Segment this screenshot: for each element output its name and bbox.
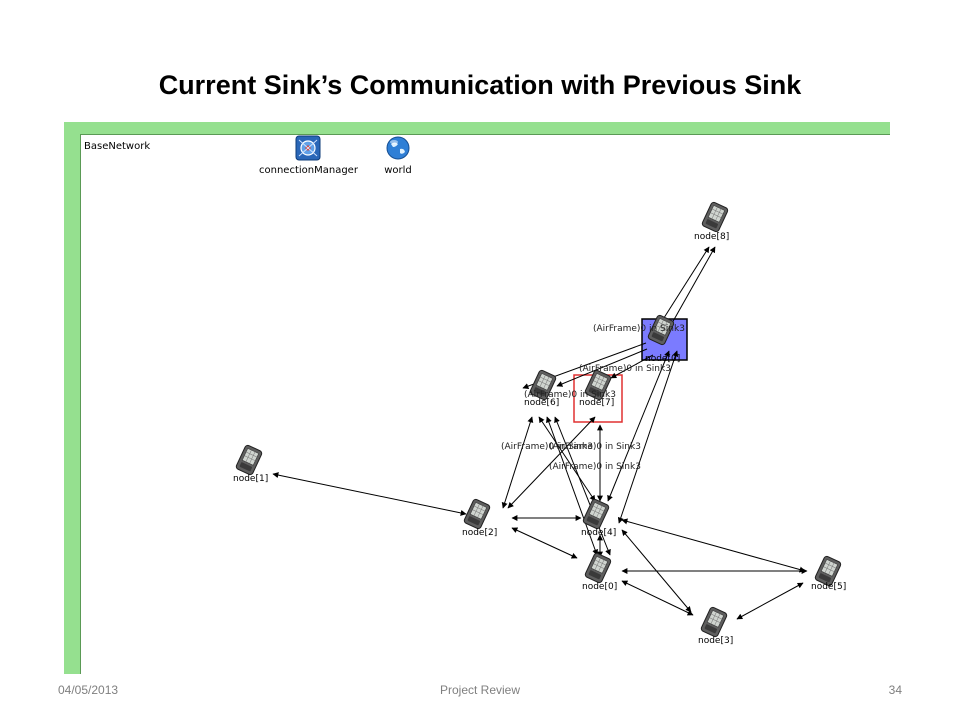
message-label: (AirFrame)0 in Sink3 xyxy=(501,442,593,452)
connection-manager-label: connectionManager xyxy=(259,165,358,176)
node-7[interactable]: node[7] xyxy=(579,368,614,408)
message-label: (AirFrame)0 in Sink3 xyxy=(549,462,641,472)
node-label: node[2] xyxy=(462,528,497,538)
world-module[interactable]: world xyxy=(383,135,413,176)
slide-title: Current Sink’s Communication with Previo… xyxy=(158,70,802,100)
node-label: node[0] xyxy=(582,582,617,592)
world-label: world xyxy=(384,165,412,176)
node-label: node[1] xyxy=(233,474,268,484)
node-label: node[8] xyxy=(694,232,729,242)
node-4[interactable]: node[4] xyxy=(581,497,616,538)
node-label: node[4] xyxy=(581,528,616,538)
network-graph: node[8] node[0] node[6] node[7] node[1] … xyxy=(233,200,846,646)
connection-manager-icon xyxy=(295,135,321,161)
node-2[interactable]: node[2] xyxy=(462,497,497,538)
node-label: node[6] xyxy=(524,398,559,408)
node-label: node[0] xyxy=(645,354,680,364)
node-label: node[7] xyxy=(579,398,614,408)
network-name: BaseNetwork xyxy=(84,141,151,152)
connection-lines xyxy=(272,246,808,620)
message-label: (AirFrame)0 in Sink3 xyxy=(524,390,616,400)
node-5[interactable]: node[5] xyxy=(811,554,846,592)
node-0[interactable]: node[0] xyxy=(582,551,617,592)
node-3[interactable]: node[3] xyxy=(698,605,733,646)
message-label: (AirFrame)0 in Sink3 xyxy=(593,324,685,334)
simulation-canvas[interactable]: BaseNetwork connectionManager world xyxy=(80,134,890,674)
globe-icon xyxy=(386,136,410,160)
node-label: node[5] xyxy=(811,582,846,592)
footer-page-number: 34 xyxy=(888,683,902,697)
connection-manager-module[interactable]: connectionManager xyxy=(259,135,358,176)
footer-date: 04/05/2013 xyxy=(58,683,119,697)
message-label: (AirFrame)0 in Sink3 xyxy=(579,364,671,374)
node-label: node[3] xyxy=(698,636,733,646)
sink-node[interactable]: node[0] xyxy=(645,313,680,364)
footer-center: Project Review xyxy=(439,683,521,697)
node-6[interactable]: node[6] xyxy=(524,368,559,408)
node-8[interactable]: node[8] xyxy=(694,200,729,242)
node-1[interactable]: node[1] xyxy=(233,443,268,484)
simulation-canvas-frame: BaseNetwork connectionManager world xyxy=(64,122,890,674)
message-label: (AirFrame)0 in Sink3 xyxy=(549,442,641,452)
